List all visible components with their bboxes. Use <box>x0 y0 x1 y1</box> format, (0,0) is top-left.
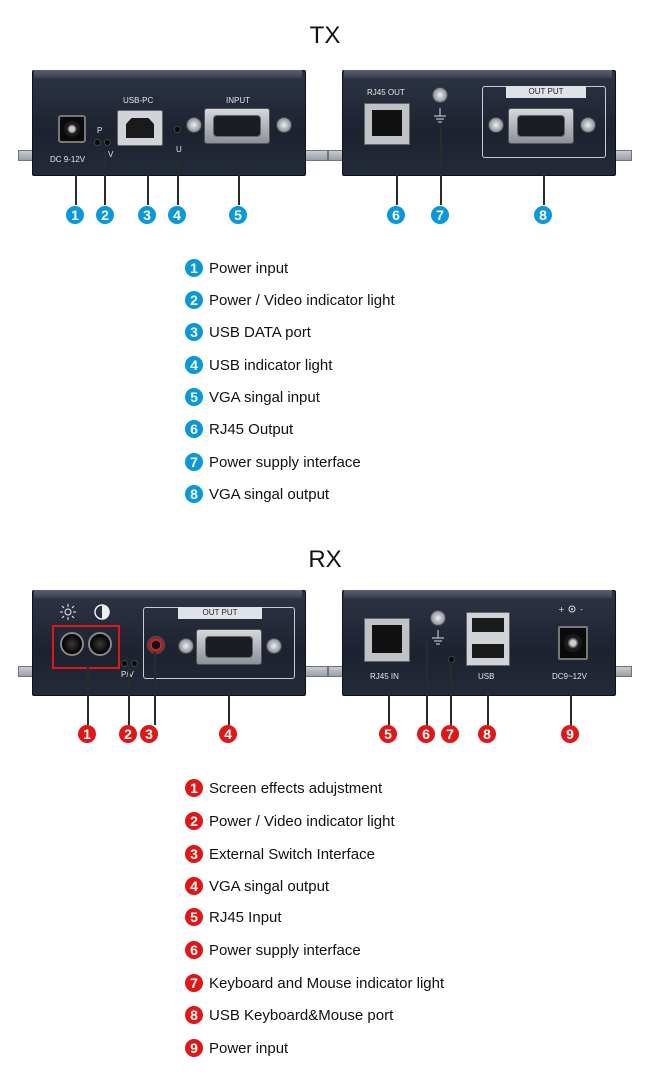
sun-icon <box>60 604 76 620</box>
rx-callout-7: 7 <box>441 725 459 743</box>
tx-callout-2: 2 <box>96 206 114 224</box>
usb-a-ports <box>466 612 510 666</box>
rx-callout-8: 8 <box>478 725 496 743</box>
dc-power-jack <box>558 626 588 660</box>
u-indicator-dot <box>174 126 181 133</box>
rx-legend-item: 1 Screen effects adujstment <box>185 777 382 799</box>
screw-icon <box>266 638 282 654</box>
external-switch-jack <box>147 636 165 654</box>
tx-callout-4: 4 <box>168 206 186 224</box>
rj45-port <box>364 618 410 662</box>
adjustment-highlight <box>52 625 120 669</box>
ground-screw-icon <box>432 87 448 103</box>
rx-legend-item: 4 VGA singal output <box>185 875 329 897</box>
rx-legend-item: 9 Power input <box>185 1037 288 1059</box>
rx-callout-6: 6 <box>417 725 435 743</box>
tx-legend-item: 1 Power input <box>185 257 288 279</box>
vga-input-port <box>204 108 270 144</box>
screw-icon <box>186 117 202 133</box>
screw-icon <box>580 117 596 133</box>
svg-text:+: + <box>558 605 565 614</box>
dc-label: DC 9-12V <box>50 155 86 164</box>
rx-legend-item: 7 Keyboard and Mouse indicator light <box>185 972 444 994</box>
rj45-port <box>364 103 410 145</box>
dc-polarity-icon: + - <box>558 605 583 614</box>
contrast-icon <box>94 604 110 620</box>
ground-icon <box>434 108 446 123</box>
v-indicator-dot <box>131 660 138 667</box>
v-indicator-dot <box>104 139 111 146</box>
screw-icon <box>178 638 194 654</box>
tx-title: TX <box>309 22 341 49</box>
rx-legend-item: 5 RJ45 Input <box>185 906 282 928</box>
output-label: OUT PUT <box>178 607 262 619</box>
output-label: OUT PUT <box>506 86 586 98</box>
tx-legend-item: 7 Power supply interface <box>185 451 361 473</box>
usb-pc-label: USB-PC <box>123 96 154 105</box>
p-indicator-dot <box>94 139 101 146</box>
input-label: INPUT <box>226 96 250 105</box>
svg-text:-: - <box>580 605 583 614</box>
vga-output-port <box>196 629 262 665</box>
tx-legend-item: 8 VGA singal output <box>185 483 329 505</box>
rx-callout-1: 1 <box>78 725 96 743</box>
tx-callout-1: 1 <box>66 206 84 224</box>
dc-label: DC9~12V <box>552 672 587 681</box>
tx-callout-7: 7 <box>431 206 449 224</box>
brightness-knob <box>60 632 84 656</box>
rj45-out-label: RJ45 OUT <box>367 88 405 97</box>
tx-legend-item: 4 USB indicator light <box>185 354 332 376</box>
rx-callout-3: 3 <box>140 725 158 743</box>
rx-legend-item: 8 USB Keyboard&Mouse port <box>185 1004 393 1026</box>
tx-callout-6: 6 <box>387 206 405 224</box>
rj45-in-label: RJ45 IN <box>370 672 399 681</box>
dc-power-jack <box>58 115 86 143</box>
tx-callout-5: 5 <box>229 206 247 224</box>
tx-callout-3: 3 <box>138 206 156 224</box>
contrast-knob <box>88 632 112 656</box>
rx-callout-5: 5 <box>379 725 397 743</box>
tx-legend-item: 2 Power / Video indicator light <box>185 289 395 311</box>
rx-callout-9: 9 <box>561 725 579 743</box>
rx-legend-item: 2 Power / Video indicator light <box>185 810 395 832</box>
tx-legend-item: 5 VGA singal input <box>185 386 320 408</box>
p-indicator-dot <box>121 660 128 667</box>
tx-callout-8: 8 <box>534 206 552 224</box>
rx-callout-2: 2 <box>119 725 137 743</box>
vga-output-port <box>508 108 574 144</box>
rx-legend-item: 6 Power supply interface <box>185 939 361 961</box>
usb-label: USB <box>478 672 495 681</box>
tx-legend-item: 3 USB DATA port <box>185 321 311 343</box>
usb-b-port <box>117 110 163 146</box>
tx-legend-item: 6 RJ45 Output <box>185 418 293 440</box>
screw-icon <box>488 117 504 133</box>
rx-legend-item: 3 External Switch Interface <box>185 843 375 865</box>
screw-icon <box>276 117 292 133</box>
ground-icon <box>432 630 444 645</box>
rx-callout-4: 4 <box>219 725 237 743</box>
rx-title: RX <box>308 546 342 573</box>
ground-screw-icon <box>430 610 446 626</box>
